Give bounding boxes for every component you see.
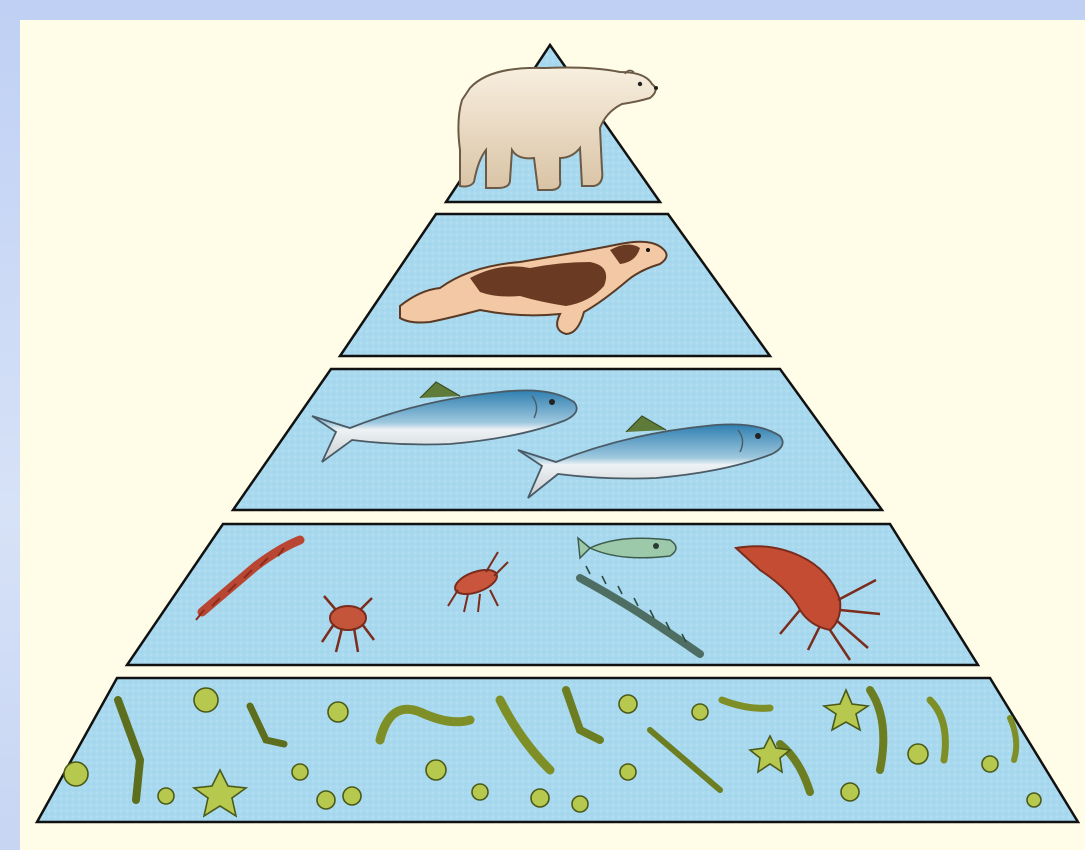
pyramid-tier-3: [233, 369, 882, 510]
